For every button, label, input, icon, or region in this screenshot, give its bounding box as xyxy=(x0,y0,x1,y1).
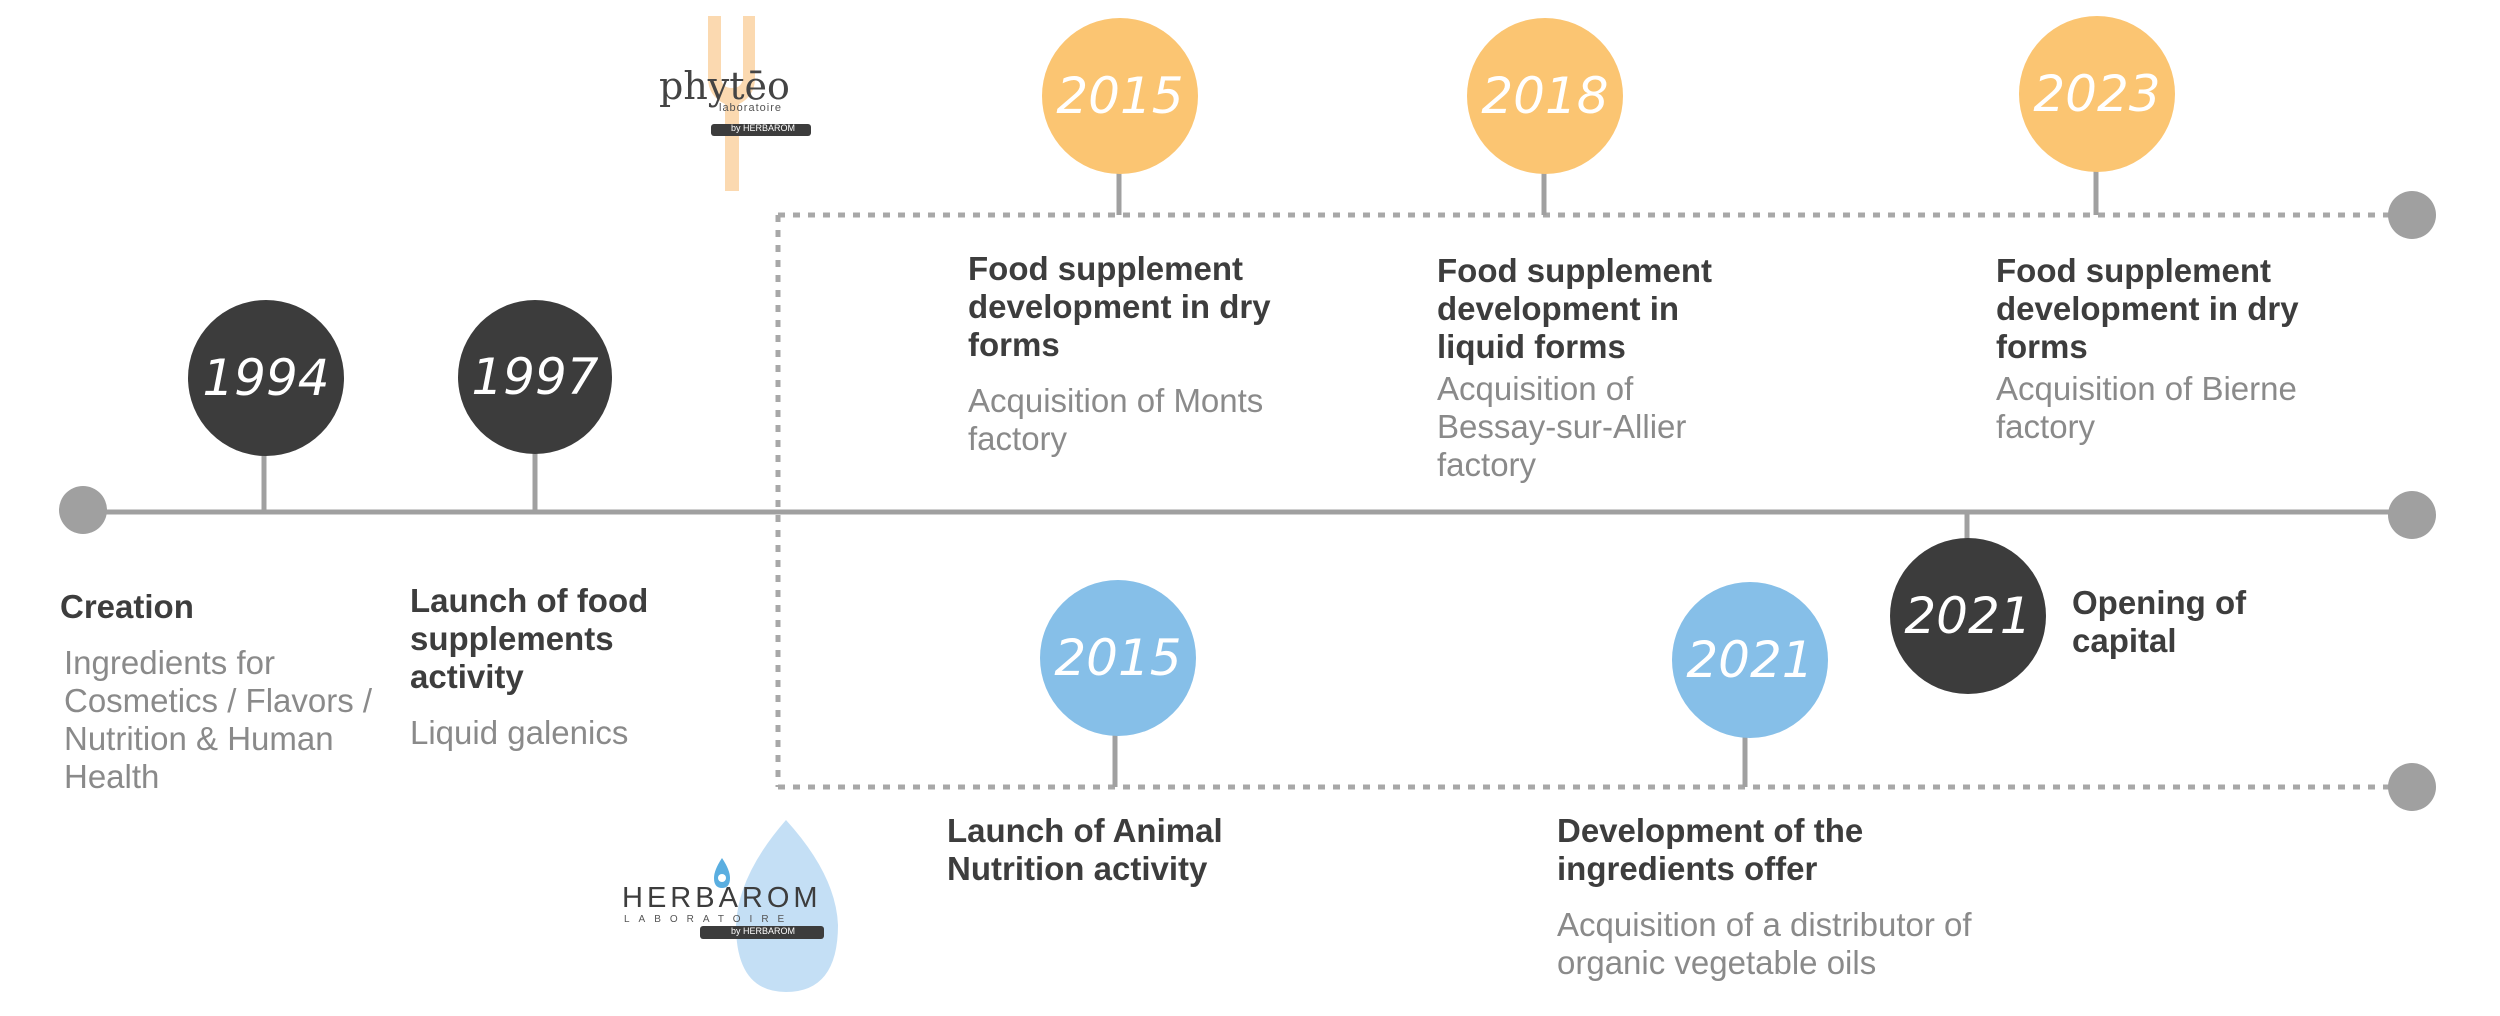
event-2015-dry: Food supplement development in dry forms… xyxy=(968,250,1318,458)
event-1997: Launch of food supplements activity Liqu… xyxy=(410,582,710,752)
event-2021-ingredients: Development of the ingredients offer Acq… xyxy=(1557,812,1997,982)
event-1994: Creation Ingredients for Cosmetics / Fla… xyxy=(60,588,390,796)
herbarom-logo: HERBAROM LABORATOIRE by HERBAROM xyxy=(618,820,858,995)
year-label-2021-ingredients: 2021 xyxy=(1686,631,1814,689)
event-2015-animal: Launch of Animal Nutrition activity xyxy=(947,812,1277,888)
event-desc-1994: Ingredients for Cosmetics / Flavors / Nu… xyxy=(64,644,373,795)
phyteo-logo-tag: by HERBAROM xyxy=(730,123,795,133)
year-circle-2015-animal: 2015 xyxy=(1040,580,1196,736)
event-desc-2018: Acquisition of Bessay-sur-Allier factory xyxy=(1437,370,1687,483)
event-desc-2023: Acquisition of Bierne factory xyxy=(1996,370,2297,445)
event-2018: Food supplement development in liquid fo… xyxy=(1437,252,1757,484)
year-label-2018: 2018 xyxy=(1481,67,1609,125)
event-desc-1997: Liquid galenics xyxy=(410,714,629,751)
year-circle-1994: 1994 xyxy=(188,300,344,456)
herbarom-logo-tag: by HERBAROM xyxy=(730,926,795,936)
year-label-2015-dry: 2015 xyxy=(1056,67,1184,125)
event-2023: Food supplement development in dry forms… xyxy=(1996,252,2326,446)
event-title-2021-capital: Opening of capital xyxy=(2072,584,2247,659)
phyteo-logo: phytēo laboratoire by HERBAROM xyxy=(655,16,825,191)
phyteo-branch-end-dot xyxy=(2388,191,2436,239)
year-circle-2015-dry: 2015 xyxy=(1042,18,1198,174)
year-circle-2018: 2018 xyxy=(1467,18,1623,174)
year-label-2023: 2023 xyxy=(2033,65,2161,123)
event-title-1994: Creation xyxy=(60,588,194,625)
event-desc-2015-dry: Acquisition of Monts factory xyxy=(968,382,1264,457)
herbarom-logo-name: HERBAROM xyxy=(622,882,822,914)
year-label-1997: 1997 xyxy=(471,348,599,406)
event-title-2021-ingredients: Development of the ingredients offer xyxy=(1557,812,1864,887)
phyteo-logo-mark xyxy=(708,16,811,191)
year-label-2021-capital: 2021 xyxy=(1904,587,2032,645)
herbarom-logo-drop xyxy=(700,820,838,992)
herbarom-logo-sub: LABORATOIRE xyxy=(624,914,794,925)
year-label-2015-animal: 2015 xyxy=(1054,629,1182,687)
phyteo-logo-sub: laboratoire xyxy=(719,102,782,114)
timeline-start-dot xyxy=(59,486,107,534)
event-title-2015-dry: Food supplement development in dry forms xyxy=(968,250,1271,363)
year-circle-2023: 2023 xyxy=(2019,16,2175,172)
year-circle-2021-ingredients: 2021 xyxy=(1672,582,1828,738)
phyteo-logo-name: phytēo xyxy=(659,64,790,108)
event-desc-2021-ingredients: Acquisition of a distributor of organic … xyxy=(1557,906,1972,981)
year-label-1994: 1994 xyxy=(202,349,330,407)
herbarom-branch-end-dot xyxy=(2388,763,2436,811)
event-2021-capital: Opening of capital xyxy=(2072,584,2272,660)
event-title-2015-animal: Launch of Animal Nutrition activity xyxy=(947,812,1223,887)
year-circle-2021-capital: 2021 xyxy=(1890,538,2046,694)
event-title-2018: Food supplement development in liquid fo… xyxy=(1437,252,1712,365)
event-title-1997: Launch of food supplements activity xyxy=(410,582,649,695)
event-title-2023: Food supplement development in dry forms xyxy=(1996,252,2299,365)
timeline-end-dot xyxy=(2388,491,2436,539)
year-circle-1997: 1997 xyxy=(458,300,612,454)
